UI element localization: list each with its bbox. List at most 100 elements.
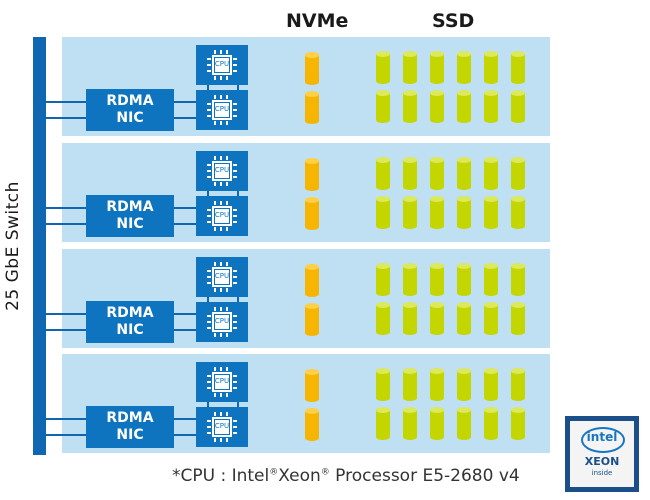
drive-top	[511, 157, 525, 163]
drive-top	[457, 302, 471, 308]
cpu-chip-icon: CPU	[211, 371, 233, 393]
ssd-drive	[403, 90, 417, 123]
drive-top	[484, 196, 498, 202]
drive-top	[403, 302, 417, 308]
cpu-pin	[233, 432, 237, 434]
cpu-pin	[207, 209, 211, 211]
drive-bottom	[305, 185, 319, 191]
cpu-pin	[233, 327, 237, 329]
drive-body	[376, 199, 390, 226]
cpu-pin	[220, 307, 222, 311]
cpu-interconnect	[237, 292, 239, 302]
drive-body	[403, 54, 417, 81]
drive-bottom	[457, 223, 471, 229]
cpu-pin	[226, 333, 228, 337]
drive-body	[305, 94, 319, 121]
drive-top	[430, 263, 444, 269]
drive-body	[484, 305, 498, 332]
cpu-pin	[207, 327, 211, 329]
cpu-pin	[214, 288, 216, 292]
cpu-pin	[220, 412, 222, 416]
switch-link-line	[46, 313, 86, 315]
drive-bottom	[511, 223, 525, 229]
ssd-drive	[430, 51, 444, 84]
ssd-drive	[457, 196, 471, 229]
drive-bottom	[305, 79, 319, 85]
nvme-header: NVMe	[286, 10, 349, 32]
cpu-pin	[207, 64, 211, 66]
drive-top	[376, 407, 390, 413]
cpu-box: CPU	[196, 362, 248, 402]
drive-bottom	[403, 395, 417, 401]
drive-top	[403, 407, 417, 413]
drive-bottom	[403, 117, 417, 123]
drive-bottom	[457, 117, 471, 123]
ssd-drive	[430, 302, 444, 335]
cpu-pin	[207, 115, 211, 117]
cpu-pin	[207, 221, 211, 223]
drive-body	[305, 411, 319, 438]
drive-top	[376, 196, 390, 202]
ssd-drive	[484, 263, 498, 296]
nic-cpu-line	[174, 101, 196, 103]
ssd-drive	[511, 90, 525, 123]
drive-body	[511, 266, 525, 293]
cpu-pin	[233, 221, 237, 223]
cpu-pin	[226, 307, 228, 311]
cpu-pin	[207, 321, 211, 323]
nvme-drive	[305, 91, 319, 124]
cpu-pin	[207, 420, 211, 422]
drive-body	[511, 199, 525, 226]
cpu-interconnect	[237, 397, 239, 407]
cpu-pin	[214, 438, 216, 442]
cpu-box: CPU	[196, 257, 248, 297]
drive-top	[403, 51, 417, 57]
drive-top	[305, 52, 319, 58]
drive-top	[430, 302, 444, 308]
switch-link-line	[46, 117, 86, 119]
drive-bottom	[305, 396, 319, 402]
drive-bottom	[457, 290, 471, 296]
drive-bottom	[484, 290, 498, 296]
drive-bottom	[305, 435, 319, 441]
ssd-drive	[430, 90, 444, 123]
drive-bottom	[403, 78, 417, 84]
drive-top	[305, 158, 319, 164]
ssd-drive	[511, 196, 525, 229]
cpu-box: CPU	[196, 302, 248, 342]
ssd-drive	[403, 51, 417, 84]
cpu-chip-icon: CPU	[211, 205, 233, 227]
drive-body	[430, 160, 444, 187]
ssd-drive	[511, 302, 525, 335]
cpu-interconnect	[237, 186, 239, 196]
ssd-drive	[376, 302, 390, 335]
drive-bottom	[511, 78, 525, 84]
ssd-drive	[484, 51, 498, 84]
drive-bottom	[403, 290, 417, 296]
drive-body	[305, 372, 319, 399]
cpu-pin	[220, 182, 222, 186]
cpu-pin	[233, 321, 237, 323]
cpu-pin	[220, 121, 222, 125]
nic-cpu-line	[174, 223, 196, 225]
ssd-drive	[457, 51, 471, 84]
drive-bottom	[457, 78, 471, 84]
drive-body	[511, 371, 525, 398]
cpu-pin	[233, 164, 237, 166]
nic-label-line2: NIC	[116, 216, 144, 232]
cpu-pin	[214, 393, 216, 397]
nic-cpu-line	[174, 117, 196, 119]
cpu-pin	[226, 201, 228, 205]
drive-top	[376, 368, 390, 374]
cpu-pin	[233, 315, 237, 317]
ssd-drive	[376, 368, 390, 401]
cpu-pin	[207, 375, 211, 377]
drive-body	[484, 93, 498, 120]
drive-top	[457, 196, 471, 202]
footnote-reg-mark: ®	[269, 467, 279, 478]
cpu-interconnect	[207, 80, 209, 90]
switch-label: 25 GbE Switch	[3, 181, 23, 311]
cpu-pin	[220, 438, 222, 442]
nic-cpu-line	[174, 313, 196, 315]
